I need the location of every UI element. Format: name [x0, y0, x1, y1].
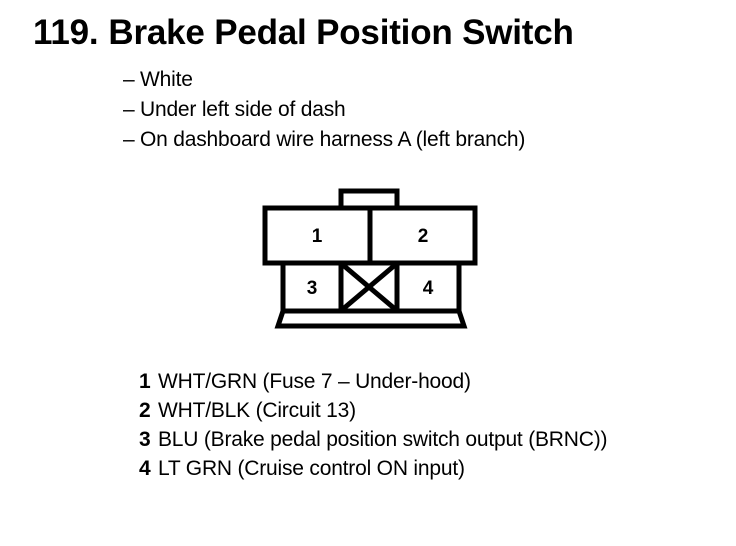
legend-pin-number: 1 [139, 370, 151, 393]
legend-pin-number: 3 [139, 428, 151, 451]
connector-svg: 1 2 3 4 [262, 188, 478, 329]
legend-row: 2 WHT/BLK (Circuit 13) [139, 396, 607, 425]
list-item-label: White [140, 68, 193, 91]
page-title-number: 119. [33, 13, 99, 52]
pin-number-2: 2 [418, 226, 429, 247]
pin-legend: 1 WHT/GRN (Fuse 7 – Under-hood) 2 WHT/BLK … [139, 367, 607, 483]
legend-pin-description: BLU (Brake pedal position switch output … [158, 428, 608, 451]
dash-icon: – [123, 68, 135, 91]
legend-row: 1 WHT/GRN (Fuse 7 – Under-hood) [139, 367, 607, 396]
connector-lower-row-body [280, 260, 462, 314]
connector-latch-tab [338, 188, 400, 211]
list-item: –White [123, 65, 525, 95]
dash-icon: – [123, 128, 135, 151]
legend-pin-number: 2 [139, 399, 151, 422]
legend-pin-description: WHT/GRN (Fuse 7 – Under-hood) [158, 370, 471, 393]
connector-bottom-flange [274, 310, 468, 329]
legend-pin-description: LT GRN (Cruise control ON input) [158, 457, 465, 480]
list-item-label: Under left side of dash [140, 98, 346, 121]
legend-row: 3 BLU (Brake pedal position switch output… [139, 425, 607, 454]
pin-number-4: 4 [423, 278, 434, 299]
legend-pin-number: 4 [139, 457, 151, 480]
description-list: –White –Under left side of dash –On dash… [123, 65, 525, 155]
list-item: –Under left side of dash [123, 95, 525, 125]
legend-pin-description: WHT/BLK (Circuit 13) [158, 399, 356, 422]
list-item-label: On dashboard wire harness A (left branch… [140, 128, 526, 151]
pin-number-3: 3 [307, 278, 318, 299]
list-item: –On dashboard wire harness A (left branc… [123, 125, 525, 155]
dash-icon: – [123, 98, 135, 121]
page-title: 119.Brake Pedal Position Switch [33, 13, 574, 53]
legend-row: 4 LT GRN (Cruise control ON input) [139, 454, 607, 483]
blocked-cavity-x-icon [341, 263, 397, 311]
pin-number-1: 1 [312, 226, 323, 247]
page-title-text: Brake Pedal Position Switch [108, 13, 574, 52]
connector-diagram: 1 2 3 4 [255, 182, 485, 334]
